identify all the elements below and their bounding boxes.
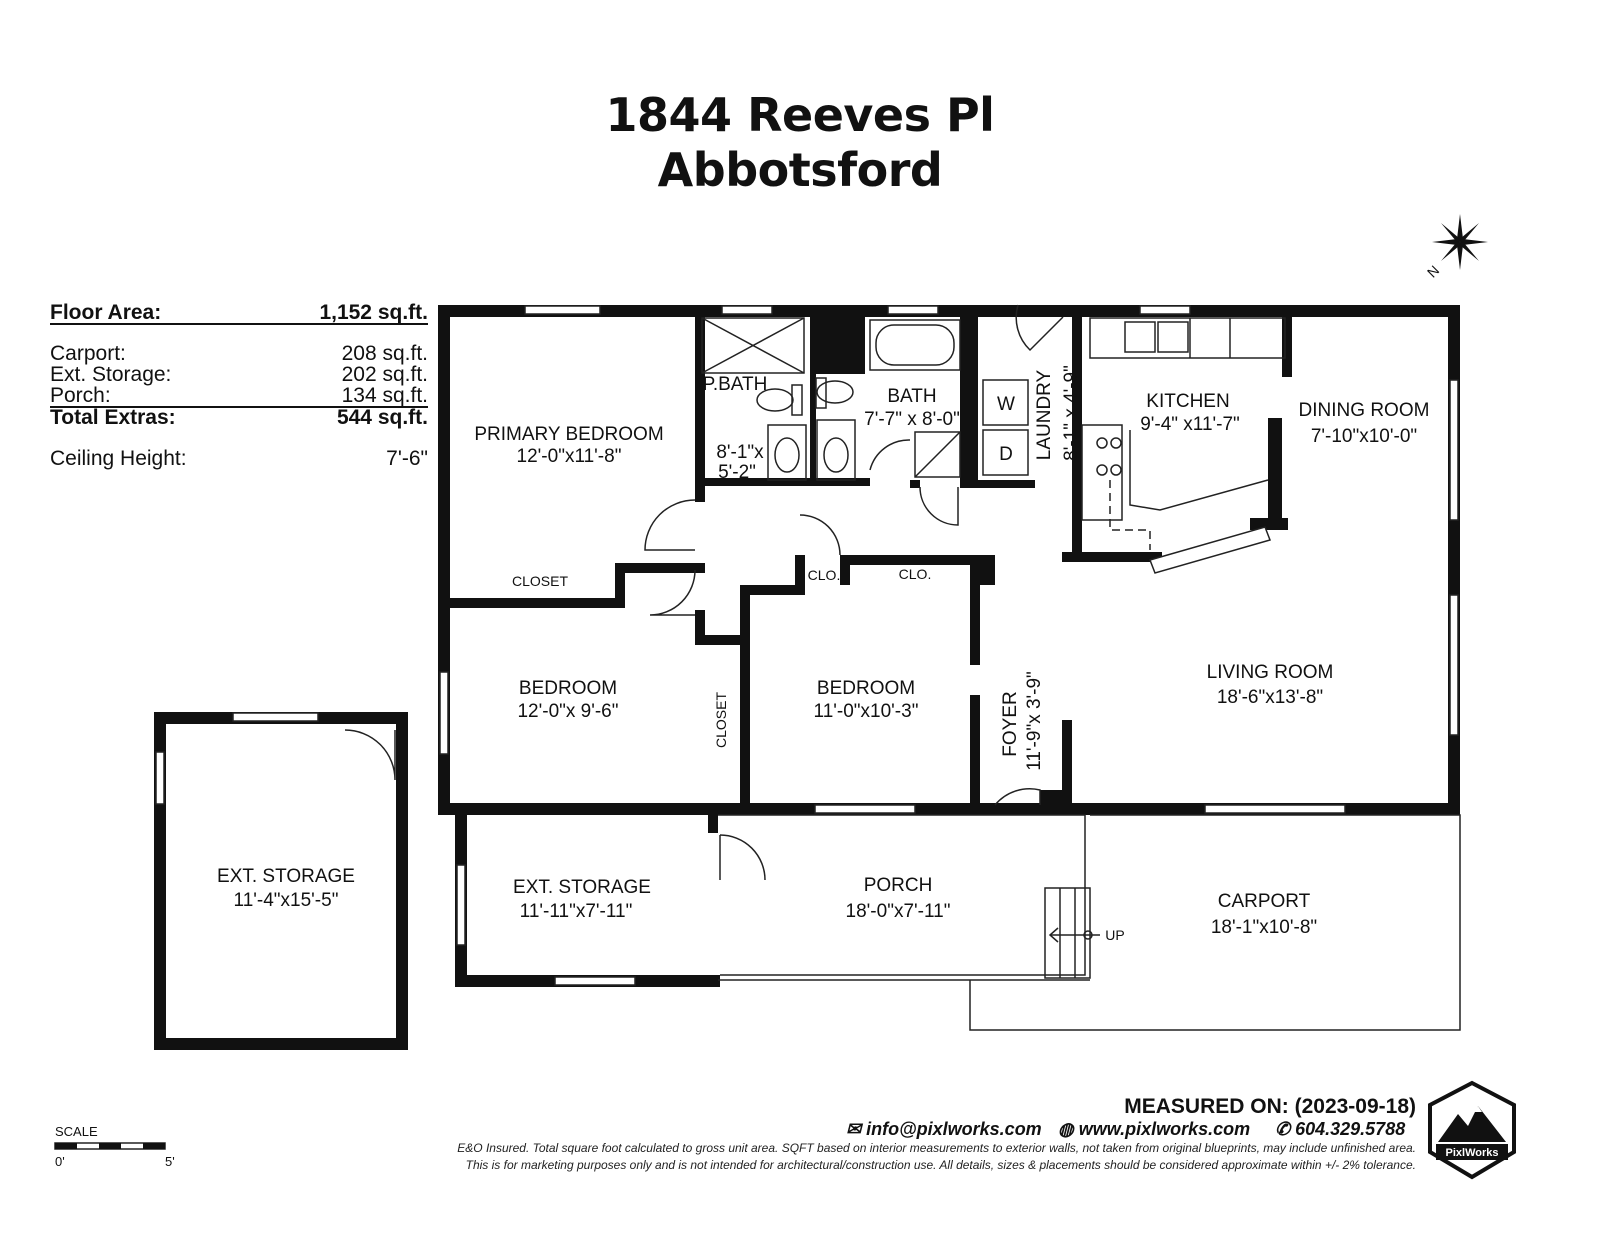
foyer-name: FOYER	[1000, 691, 1021, 756]
measured-on: MEASURED ON: (2023-09-18)	[1124, 1095, 1416, 1118]
website-contact: ◍ www.pixlworks.com	[1058, 1119, 1250, 1140]
phone-text: 604.329.5788	[1295, 1119, 1406, 1139]
detached-storage-name: EXT. STORAGE	[217, 866, 355, 887]
carport-label: Carport:	[50, 342, 126, 365]
total-divider	[50, 406, 428, 408]
total-value: 544 sq.ft.	[336, 406, 428, 429]
area-divider	[50, 323, 428, 325]
city-title: Abbotsford	[657, 143, 943, 197]
fixtures-and-outlines	[54, 304, 1461, 1150]
closet-primary-label: CLOSET	[512, 573, 568, 589]
scale-max: 5'	[165, 1154, 175, 1169]
ceiling-label: Ceiling Height:	[50, 447, 187, 470]
rotated-labels: CLOSET LAUNDRY 8'-1" x 4'-9" FOYER 11'-9…	[713, 365, 1082, 771]
detached-storage-dims: 11'-4"x15'-5"	[234, 890, 339, 911]
kitchen-name: KITCHEN	[1146, 391, 1229, 412]
phone-icon: ✆	[1275, 1119, 1291, 1139]
carport-value: 208 sq.ft.	[341, 342, 428, 365]
porch-value: 134 sq.ft.	[341, 384, 428, 407]
p-bath-dims-1: 8'-1"x	[716, 442, 764, 463]
porch-dims: 18'-0"x7'-11"	[846, 901, 951, 922]
p-bath-name: P.BATH	[703, 374, 768, 395]
dryer-label: D	[999, 444, 1013, 465]
carport-dims: 18'-1"x10'-8"	[1211, 917, 1317, 938]
email-text: info@pixlworks.com	[866, 1119, 1042, 1139]
primary-bedroom-dims: 12'-0"x11'-8"	[517, 446, 622, 467]
porch-name: PORCH	[864, 875, 933, 896]
ext-storage-value: 202 sq.ft.	[341, 363, 428, 386]
bedroom-2-dims: 12'-0"x 9'-6"	[517, 701, 618, 722]
email-icon: ✉	[846, 1119, 862, 1139]
bath-name: BATH	[887, 386, 936, 407]
dining-room-dims: 7'-10"x10'-0"	[1311, 426, 1417, 447]
floor-area-label: Floor Area:	[50, 301, 162, 324]
porch-label: Porch:	[50, 384, 111, 407]
ceiling-value: 7'-6"	[386, 447, 428, 470]
north-compass-icon: N	[1425, 214, 1488, 280]
bedroom-3-dims: 11'-0"x10'-3"	[814, 701, 919, 722]
bedroom-3-name: BEDROOM	[817, 678, 915, 699]
scale-bar-marks	[55, 1143, 165, 1149]
clo-label-1: CLO.	[808, 567, 841, 583]
carport-name: CARPORT	[1218, 891, 1311, 912]
living-room-dims: 18'-6"x13'-8"	[1217, 687, 1323, 708]
website-text: www.pixlworks.com	[1078, 1119, 1251, 1139]
bedroom-2-name: BEDROOM	[519, 678, 617, 699]
p-bath-dims-2: 5'-2"	[718, 462, 756, 483]
floor-area-value: 1,152 sq.ft.	[319, 301, 428, 324]
washer-label: W	[997, 394, 1015, 415]
kitchen-dims: 9'-4" x11'-7"	[1140, 414, 1240, 435]
total-label: Total Extras:	[50, 406, 176, 429]
closet-bedroom-label: CLOSET	[713, 692, 729, 748]
laundry-dims: 8'-1" x 4'-9"	[1061, 365, 1082, 461]
scale-label: SCALE	[55, 1124, 98, 1139]
disclaimer-line-1: E&O Insured. Total square foot calculate…	[457, 1141, 1416, 1155]
stairs-up-label: UP	[1105, 927, 1124, 943]
ext-storage-dims: 11'-11"x7'-11"	[520, 901, 633, 922]
disclaimer-line-2: This is for marketing purposes only and …	[465, 1158, 1416, 1172]
globe-icon: ◍	[1058, 1119, 1074, 1139]
foyer-dims: 11'-9"x 3'-9"	[1024, 671, 1045, 771]
bath-dims: 7'-7" x 8'-0"	[864, 409, 960, 430]
room-labels: PRIMARY BEDROOM 12'-0"x11'-8" P.BATH 8'-…	[217, 374, 1429, 943]
dining-room-name: DINING ROOM	[1299, 400, 1430, 421]
primary-bedroom-name: PRIMARY BEDROOM	[474, 424, 663, 445]
living-room-name: LIVING ROOM	[1207, 662, 1334, 683]
logo-text: PixlWorks	[1446, 1147, 1499, 1159]
scale-min: 0'	[55, 1154, 65, 1169]
pixlworks-logo-icon: PixlWorks	[1428, 1080, 1516, 1180]
address-title: 1844 Reeves Pl	[605, 88, 995, 142]
ext-storage-label: Ext. Storage:	[50, 363, 172, 386]
clo-label-2: CLO.	[899, 566, 932, 582]
ext-storage-name: EXT. STORAGE	[513, 877, 651, 898]
email-contact: ✉ info@pixlworks.com	[846, 1119, 1042, 1140]
phone-contact: ✆ 604.329.5788	[1275, 1119, 1405, 1140]
laundry-name: LAUNDRY	[1034, 369, 1055, 460]
